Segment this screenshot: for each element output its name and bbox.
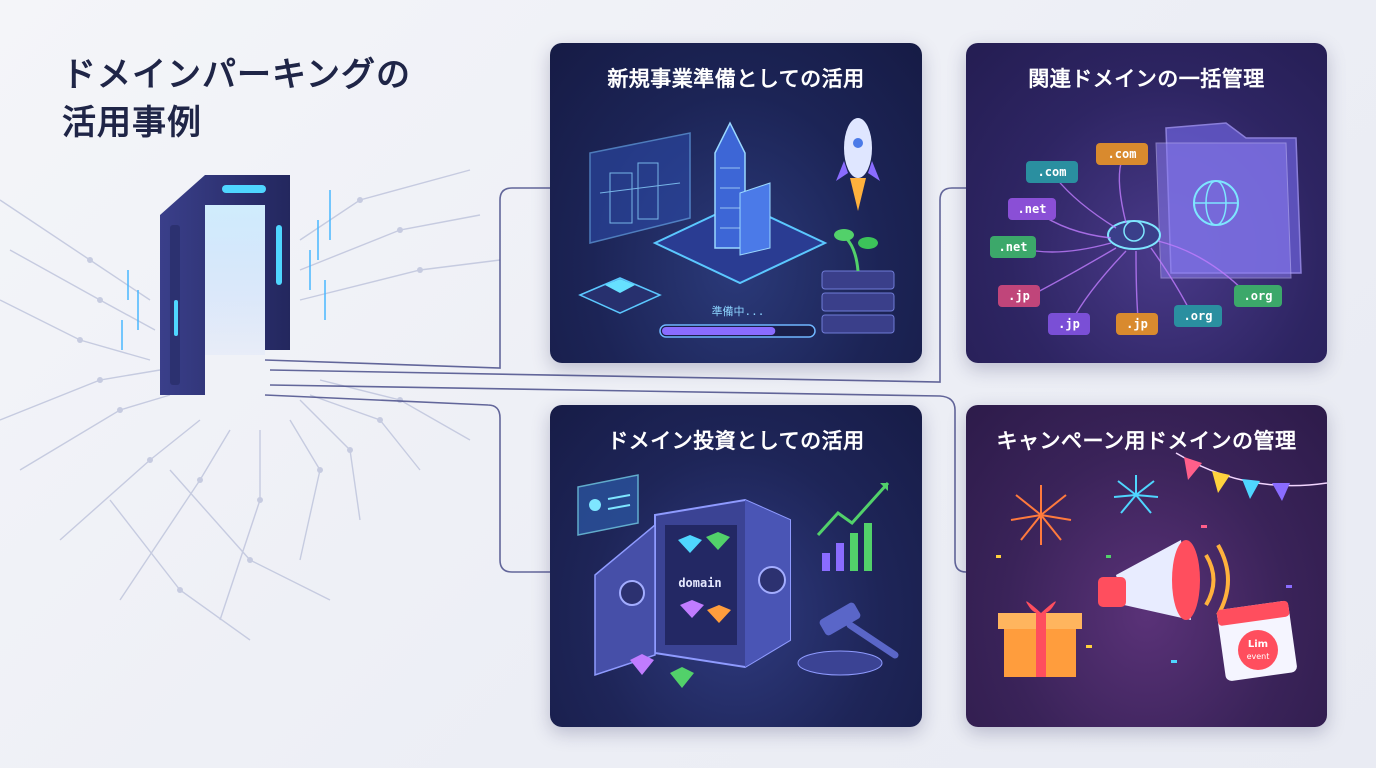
new-business-illustration: 準備中... — [578, 118, 895, 338]
tld-tag-org-1: .org — [1184, 309, 1213, 323]
tld-tag-net-1: .net — [1018, 202, 1047, 216]
tld-tag-jp-1: .jp — [1008, 289, 1030, 303]
card-related-domains-title: 関連ドメインの一括管理 — [1028, 67, 1265, 91]
megaphone-icon — [1098, 540, 1230, 620]
card-new-business: 準備中... 新規事業準備としての活用 — [550, 43, 922, 363]
card-campaign: Lim event キャンペーン用ドメインの管理 — [966, 405, 1327, 727]
gateway-frame-icon — [160, 175, 290, 395]
gift-box-icon — [998, 601, 1082, 677]
safe-icon: domain — [594, 498, 791, 677]
rocket-icon — [836, 118, 880, 211]
calendar-icon: Lim event — [1216, 600, 1297, 681]
domain-hub-icon — [1107, 220, 1161, 250]
progress-label: 準備中... — [712, 304, 765, 318]
calendar-text-line2: event — [1247, 652, 1270, 661]
data-streams — [121, 190, 331, 350]
fireworks-icon — [1010, 475, 1159, 545]
page-title-line1: ドメインパーキングの — [62, 55, 411, 95]
calendar-text-line1: Lim — [1248, 639, 1268, 650]
tld-tag-jp-2: .jp — [1058, 317, 1080, 331]
card-related-domains: .com .com .net .net .jp .jp .jp .org .or… — [966, 43, 1327, 363]
confetti — [996, 525, 1292, 663]
profile-card-icon — [577, 474, 639, 536]
page-title-line2: 活用事例 — [62, 102, 202, 143]
tld-tag-net-2: .net — [999, 240, 1028, 254]
page-title: ドメインパーキングの 活用事例 — [62, 52, 411, 147]
tld-tag-com-1: .com — [1038, 165, 1067, 179]
safe-label: domain — [678, 576, 721, 590]
card-investment-title: ドメイン投資としての活用 — [607, 429, 865, 453]
tld-tag-com-2: .com — [1108, 147, 1137, 161]
card-connectors — [264, 187, 967, 573]
tld-tag-org-2: .org — [1244, 289, 1273, 303]
tld-tag-jp-3: .jp — [1126, 317, 1148, 331]
related-domains-illustration: .com .com .net .net .jp .jp .jp .org .or… — [990, 122, 1302, 335]
investment-illustration: domain — [577, 474, 899, 688]
progress-bar-fill — [662, 327, 776, 335]
bunting-icon — [1175, 452, 1327, 501]
card-new-business-title: 新規事業準備としての活用 — [607, 67, 865, 91]
card-campaign-title: キャンペーン用ドメインの管理 — [996, 429, 1297, 453]
campaign-illustration: Lim event — [996, 452, 1327, 681]
folder-icon — [1155, 122, 1302, 279]
growth-chart-icon — [816, 481, 890, 571]
server-sprout-icon — [821, 229, 895, 334]
gavel-icon — [797, 602, 899, 676]
card-investment: domain ドメイン投資としての活用 — [550, 405, 922, 727]
